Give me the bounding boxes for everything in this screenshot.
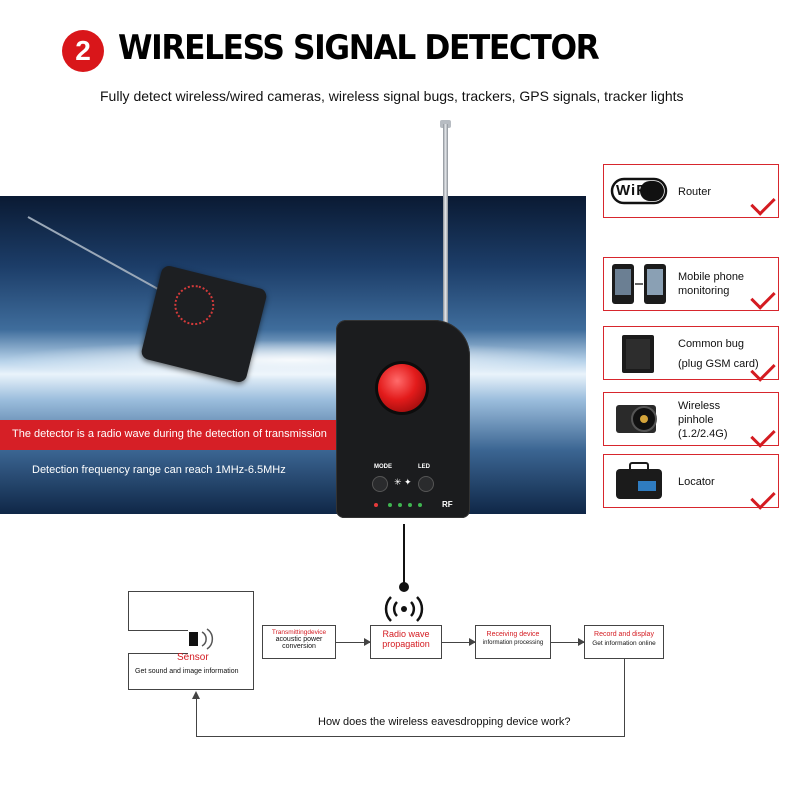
bug-icon [608,331,670,375]
detect-label-bug-1: Common bug [678,338,745,350]
detector-device: MODE LED ✳ ✦ RF [336,320,470,518]
transmit-title: Transmittingdevice [271,629,327,636]
status-led-green-1 [388,503,392,507]
radio-wave-icon [384,596,424,622]
detect-label-pinhole-1: Wireless [678,400,721,412]
arrow-right [336,638,371,646]
receive-description: information processing [482,640,544,646]
detect-card-locator: Locator [603,454,779,508]
brightness-icon: ✦ [404,477,412,487]
banner-glow [0,340,586,380]
record-description: Get information online [592,640,656,647]
connector-dot [399,582,409,592]
wifi-logo-text: WiFi [616,182,652,199]
led-label: LED [418,464,430,470]
detect-label-bug-2: (plug GSM card) [678,358,759,370]
detect-card-phone: Mobile phone monitoring [603,257,779,311]
detector-antenna [443,124,448,324]
red-info-strip [0,420,336,450]
status-led-red [374,503,378,507]
phone-icon [608,262,670,306]
transmit-desc-2: conversion [282,643,316,650]
arrow-right [551,638,585,646]
radio-wave-box: Radio wave propagation [370,625,442,659]
detect-label-phone: Mobile phone monitoring [678,271,745,297]
arrow-right [442,638,476,646]
sensor-title: Sensor [177,652,209,663]
rf-label: RF [442,500,453,509]
led-button [418,476,434,492]
feedback-line-up [196,698,197,737]
detect-label-pinhole-2: pinhole [678,414,714,426]
page-subtitle: Fully detect wireless/wired cameras, wir… [100,88,684,104]
step-number-badge: 2 [62,30,104,72]
feedback-line-down [624,659,625,737]
receiving-device-box: Receiving device information processing [475,625,551,659]
wifi-icon: WiFi [608,169,670,213]
status-led-green-3 [408,503,412,507]
detect-label-pinhole-3: (1.2/2.4G) [678,428,728,440]
record-title: Record and display [594,631,654,638]
red-lens-filter [378,364,426,412]
mode-button [372,476,388,492]
status-led-green-4 [418,503,422,507]
camera-lens-ring [170,280,219,330]
detect-card-bug: Common bug (plug GSM card) [603,326,779,380]
transmit-desc-1: acoustic power [275,636,323,643]
detection-description: The detector is a radio wave during the … [12,428,327,440]
detect-card-router: WiFi Router [603,164,779,218]
diagram-question: How does the wireless eavesdropping devi… [318,716,571,728]
frequency-range-text: Detection frequency range can reach 1MHz… [32,464,286,476]
receive-title: Receiving device [486,631,540,638]
feedback-line-horizontal [196,736,625,737]
detect-label-router: Router [678,186,712,198]
pinhole-camera-icon [608,397,670,441]
page-title: WIRELESS SIGNAL DETECTOR [118,28,600,68]
status-led-green-2 [398,503,402,507]
radio-title-2: propagation [382,639,430,649]
record-display-box: Record and display Get information onlin… [584,625,664,659]
sensor-icon [189,628,214,650]
sensor-box: Sensor Get sound and image information [128,591,254,690]
detect-label-locator: Locator [678,476,715,488]
mode-label: MODE [374,464,392,470]
sensor-description: Get sound and image information [135,668,239,675]
connector-line [403,524,405,586]
arrow-up [192,691,200,699]
detect-card-pinhole: Wireless pinhole (1.2/2.4G) [603,392,779,446]
radio-title-1: Radio wave [382,629,430,639]
locator-icon [608,459,670,503]
transmitting-device-box: Transmittingdevice acoustic power conver… [262,625,336,659]
sensitivity-icon: ✳ [394,477,402,487]
